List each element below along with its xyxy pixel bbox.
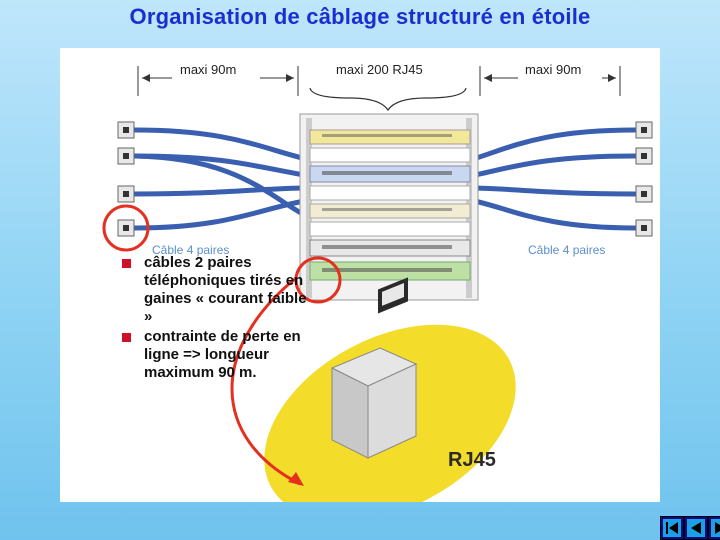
dim-center-label: maxi 200 RJ45 <box>336 62 423 77</box>
patch-rack <box>299 113 479 301</box>
first-slide-button[interactable] <box>660 516 684 540</box>
wall-outlets-right <box>635 121 653 237</box>
bullet-text: câbles 2 paires téléphoniques tirés en g… <box>144 254 307 325</box>
rj45-connector <box>330 277 418 459</box>
rj45-label: RJ45 <box>448 449 496 471</box>
wall-outlets-left <box>117 121 135 237</box>
bullet-item: câbles 2 paires téléphoniques tirés en g… <box>118 254 314 326</box>
page-title: Organisation de câblage structuré en éto… <box>129 4 591 29</box>
cable-left-label: Câble 4 paires <box>152 243 229 257</box>
bullet-item: contrainte de perte en ligne => longueur… <box>118 328 314 382</box>
dim-left-label: maxi 90m <box>180 62 236 77</box>
cables-right <box>467 127 638 231</box>
previous-slide-icon <box>684 516 708 540</box>
next-slide-button[interactable] <box>708 516 720 540</box>
first-slide-icon <box>660 516 684 540</box>
highlight-circle-outlet <box>102 204 150 252</box>
bullet-square-icon <box>122 259 131 268</box>
next-slide-icon <box>708 516 720 540</box>
bullet-text: contrainte de perte en ligne => longueur… <box>144 328 301 381</box>
highlight-circle-rack <box>294 256 342 304</box>
cable-right-label: Câble 4 paires <box>528 243 605 257</box>
bullet-square-icon <box>122 333 131 342</box>
cables-left <box>132 127 313 231</box>
dimension-lines <box>137 66 621 112</box>
cabling-diagram: maxi 90m maxi 200 RJ45 maxi 90m <box>102 62 653 502</box>
red-pointer-arrow <box>230 276 301 486</box>
bullet-list: câbles 2 paires téléphoniques tirés en g… <box>118 254 314 384</box>
diagram-panel: maxi 90m maxi 200 RJ45 maxi 90m <box>60 48 660 502</box>
dim-right-label: maxi 90m <box>525 62 581 77</box>
previous-slide-button[interactable] <box>684 516 708 540</box>
